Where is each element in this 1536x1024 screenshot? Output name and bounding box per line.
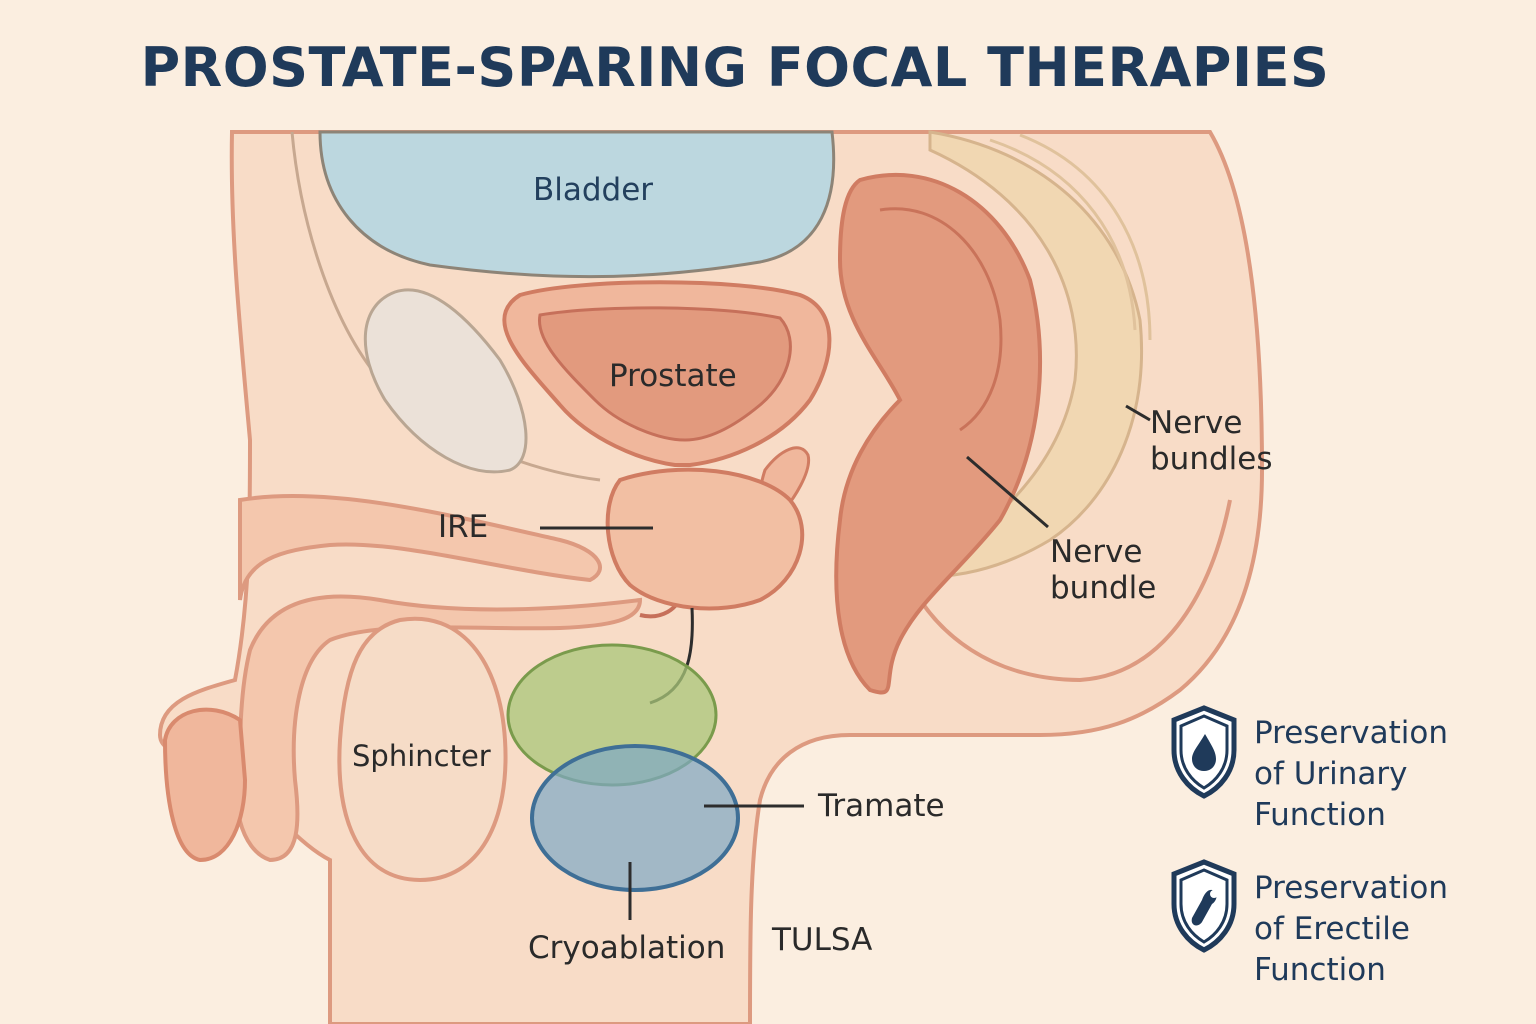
pubic-bone [363, 288, 528, 474]
label-nerve-bundle: Nerve bundle [1050, 534, 1157, 606]
buttock-outline [898, 499, 1232, 683]
rectum-shape [834, 172, 1042, 695]
label-nerve-bundles: Nerve bundles [1150, 405, 1273, 477]
scrotum-shape [337, 616, 508, 883]
shield-nerve-icon [1171, 859, 1237, 953]
glans [162, 707, 248, 863]
label-cryoablation: Cryoablation [528, 930, 726, 966]
sacrum-band-inner [989, 133, 1152, 341]
nerve-bundle-leader [966, 455, 1049, 529]
label-prostate: Prostate [609, 358, 737, 394]
label-ire: IRE [438, 509, 489, 545]
legend-erectile-function: Preservation of Erectile Function [1254, 870, 1448, 988]
label-sphincter: Sphincter [352, 739, 491, 773]
page-title: PROSTATE-SPARING FOCAL THERAPIES [140, 36, 1330, 99]
ire-target-gland [605, 467, 805, 611]
prostate-inner [537, 306, 792, 442]
penis-shape [234, 594, 643, 863]
shield-droplet-icon [1171, 705, 1237, 799]
legend-urinary-function: Preservation of Urinary Function [1254, 715, 1448, 833]
blue-treatment-zone [530, 744, 740, 892]
label-tulsa: TULSA [772, 922, 873, 958]
bladder-shape [318, 130, 836, 279]
label-tramate: Tramate [818, 788, 945, 824]
nerve-bundles-leader [1125, 404, 1151, 422]
rectum-inner [879, 207, 1003, 432]
penis-upper [238, 494, 602, 601]
label-bladder: Bladder [533, 172, 654, 208]
